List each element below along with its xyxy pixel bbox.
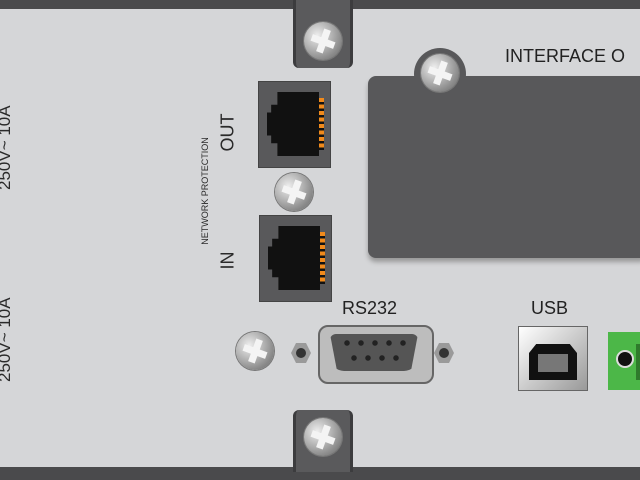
top-bracket [293, 0, 353, 68]
out-label: OUT [217, 113, 238, 152]
rj45-in-port[interactable] [259, 215, 332, 302]
hex-nut-icon [434, 343, 454, 363]
rating-label-bottom: 250V~ 10A [0, 297, 14, 382]
screw-icon [304, 22, 342, 60]
usb-b-port[interactable] [518, 326, 588, 391]
hex-nut-icon [291, 343, 311, 363]
screw-icon [421, 54, 459, 92]
in-label: IN [217, 251, 238, 270]
rs232-port[interactable] [318, 325, 434, 384]
screw-icon [304, 418, 342, 456]
usb-label: USB [531, 298, 569, 318]
bottom-bracket [293, 410, 353, 472]
interface-card-slot[interactable] [368, 76, 640, 258]
screw-icon [236, 332, 274, 370]
interface-label: INTERFACE O [505, 46, 626, 66]
screw-icon [275, 173, 313, 211]
network-protection-label: NETWORK PROTECTION [200, 137, 210, 245]
bottom-frame [0, 467, 640, 480]
terminal-connector[interactable] [608, 332, 640, 390]
rs232-label: RS232 [342, 298, 398, 318]
rj45-out-port[interactable] [258, 81, 331, 168]
rating-label-top: 250V~ 10A [0, 105, 14, 190]
